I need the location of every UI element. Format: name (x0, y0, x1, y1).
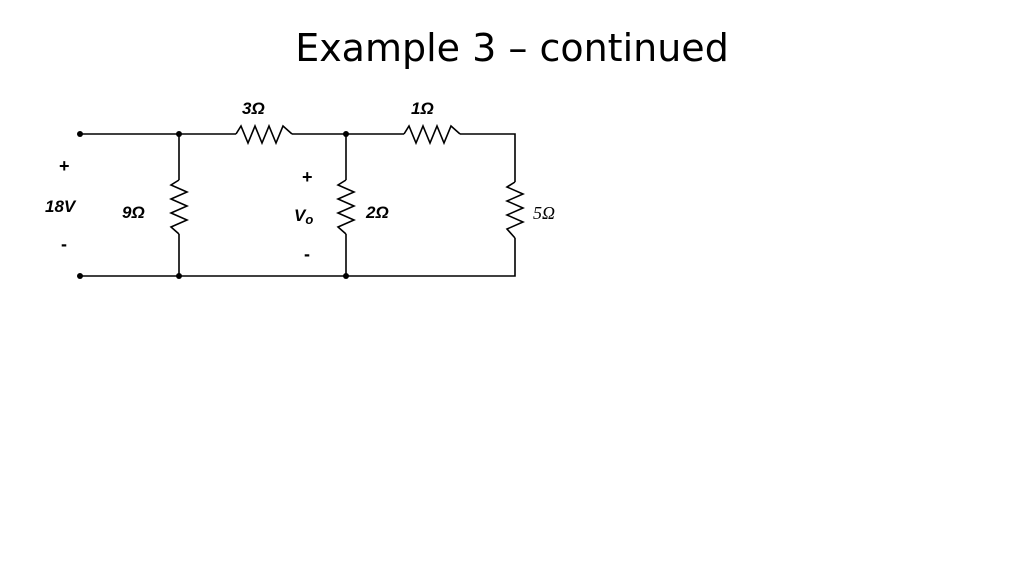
node-bottom-mid (343, 273, 349, 279)
source-label: 18V (45, 197, 77, 216)
top-wire-right (460, 133, 516, 182)
vo-label-subscript: o (305, 212, 313, 227)
terminal-bottom (77, 273, 83, 279)
label-1-ohm: 1Ω (411, 99, 434, 118)
label-9-ohm: 9Ω (122, 203, 145, 222)
resistor-1-ohm (403, 123, 461, 146)
terminal-top (77, 131, 83, 137)
node-top-left (176, 131, 182, 137)
resistor-5-ohm (505, 181, 525, 239)
resistor-9-ohm (169, 179, 189, 235)
resistor-3-ohm (235, 123, 293, 146)
source-minus: - (61, 234, 67, 254)
label-2-ohm: 2Ω (365, 203, 389, 222)
node-bottom-left (176, 273, 182, 279)
resistor-2-ohm (336, 179, 356, 235)
vo-label-main: V (294, 206, 307, 225)
label-5-ohm: 5Ω (533, 203, 555, 223)
vo-minus: - (304, 244, 310, 264)
vo-plus: + (302, 167, 313, 187)
bottom-wire (80, 238, 516, 277)
source-plus: + (59, 156, 70, 176)
node-top-mid (343, 131, 349, 137)
label-3-ohm: 3Ω (242, 99, 265, 118)
vo-label: Vo (294, 206, 313, 227)
slide-title: Example 3 – continued (295, 26, 729, 70)
